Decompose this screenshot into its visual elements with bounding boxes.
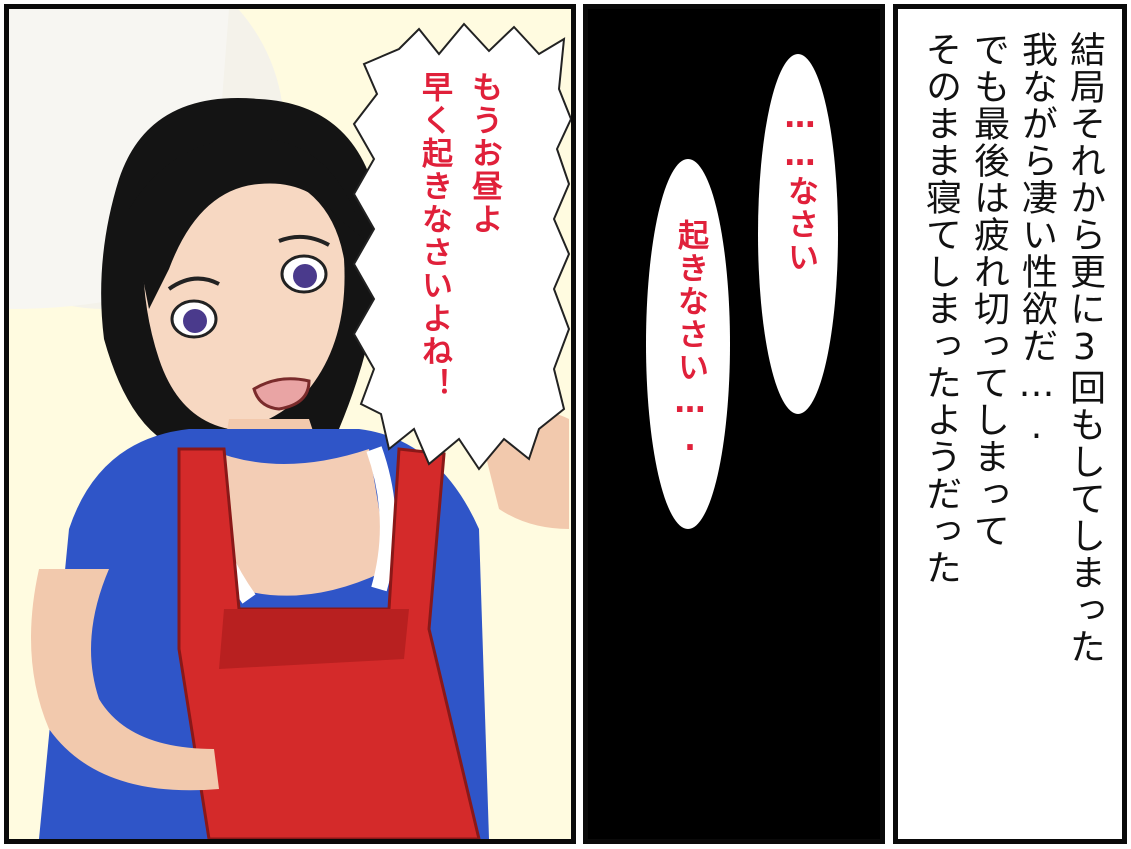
speech-text: もうお昼よ 早く起きなさいよね！ [409, 71, 509, 401]
woman-illustration [9, 9, 569, 839]
panel-right: 結局それから更に3回もしてしまった 我ながら凄い性欲だ…. でも最後は疲れ切って… [893, 4, 1127, 844]
panel-left: もうお昼よ 早く起きなさいよね！ [4, 4, 576, 844]
bubble-1-text: ……なさい [782, 99, 818, 274]
narration-line-1: 結局それから更に3回もしてしまった [1064, 31, 1105, 665]
bubble-1-shape [758, 54, 838, 414]
face [143, 169, 345, 429]
arm-left [31, 569, 219, 791]
bubble-2-shape [646, 159, 730, 529]
narration-line-2: 我ながら凄い性欲だ…. [1016, 31, 1057, 448]
bubble-2-text: 起きなさい…. [672, 219, 708, 460]
speech-line-1: もうお昼よ [466, 71, 502, 236]
speech-line-2: 早く起きなさいよね！ [416, 71, 452, 401]
mouth [252, 377, 311, 411]
speech-bubble [352, 22, 571, 471]
panel-mid: ……なさい 起きなさい…. [583, 4, 885, 844]
narration: 結局それから更に3回もしてしまった 我ながら凄い性欲だ…. でも最後は疲れ切って… [916, 31, 1108, 665]
mid-bubbles [646, 54, 838, 529]
narration-line-4: そのまま寝てしまったようだった [920, 31, 961, 586]
narration-line-3: でも最後は疲れ切ってしまって [968, 31, 1009, 549]
